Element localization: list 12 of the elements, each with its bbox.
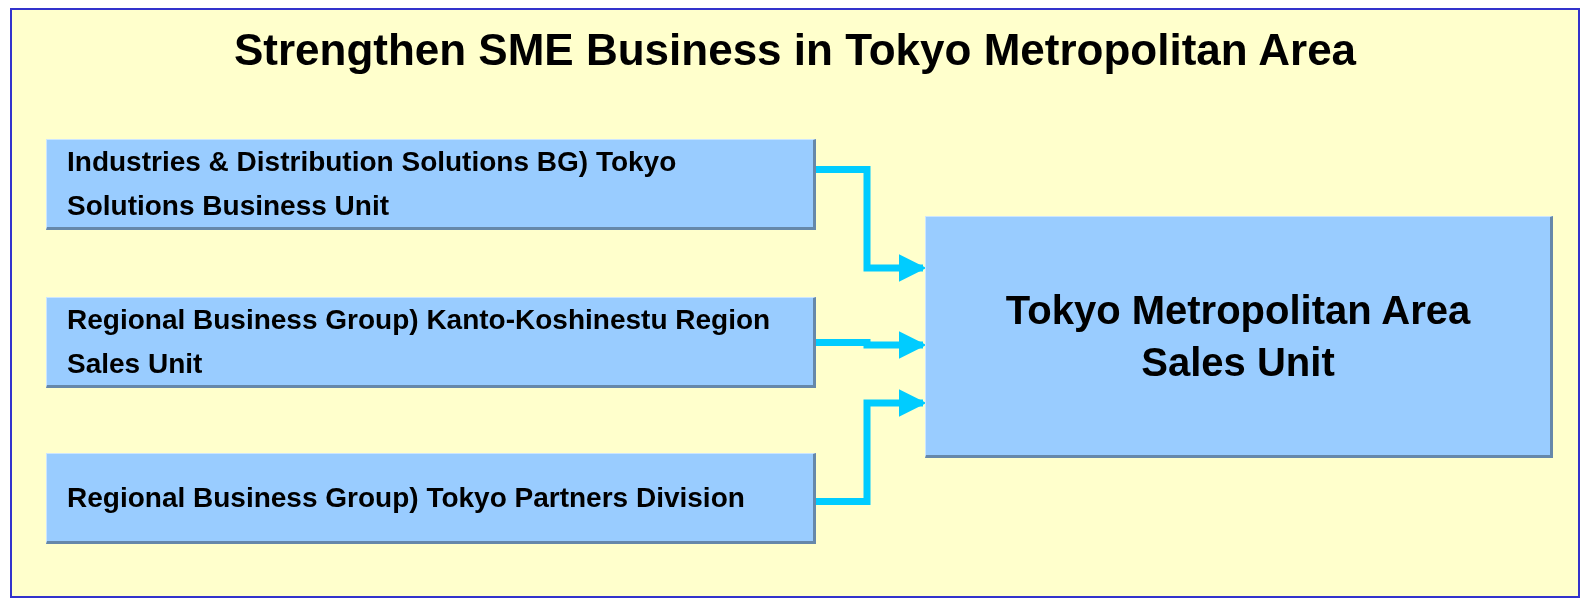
box-label: Regional Business Group) Kanto-Koshinestu Region Sales Unit [67,303,772,381]
process-box [925,216,1553,458]
process-box [46,139,816,230]
title: Strengthen SME Business in Tokyo Metropolitan Area [232,24,1358,76]
box-label: Industries & Distribution Solutions BG) Tokyo Solutions Business Unit [67,145,678,223]
box-label: Regional Business Group) Tokyo Partners Division [67,480,746,515]
arrow [816,389,927,505]
process-box [46,297,816,388]
arrow [816,166,927,282]
arrow [816,331,927,359]
box-label: Tokyo Metropolitan Area Sales Unit [1004,287,1472,386]
process-box [46,453,816,544]
